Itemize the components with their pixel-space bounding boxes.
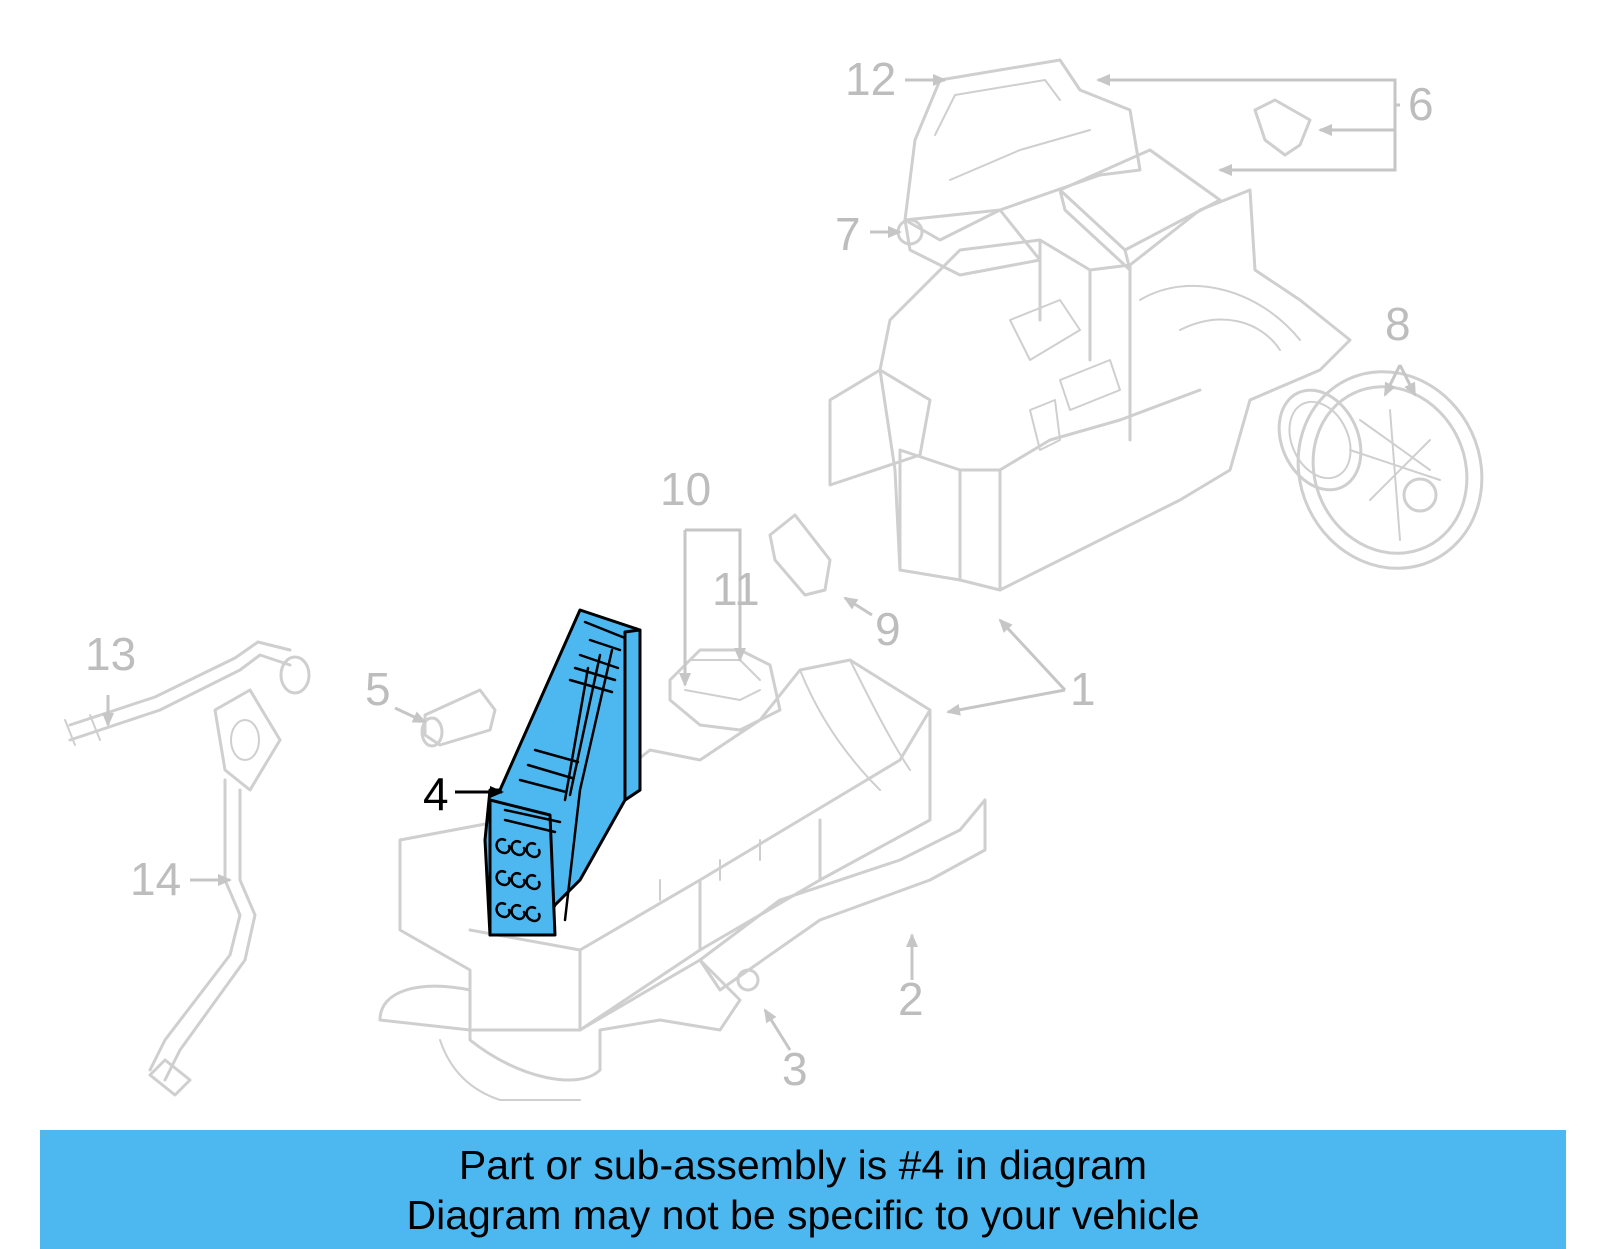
callout-4: 4 <box>423 768 449 820</box>
callout-11: 11 <box>712 563 760 615</box>
callout-5: 5 <box>365 663 391 715</box>
blower-motor <box>1277 370 1484 570</box>
callout-12: 12 <box>845 53 896 105</box>
banner-line-part: Part or sub-assembly is #4 in diagram <box>458 1142 1148 1188</box>
hose-13 <box>64 640 311 746</box>
upper-housing <box>828 58 1352 592</box>
callout-2: 2 <box>898 973 924 1025</box>
parts-diagram: 1 2 3 4 5 6 7 8 9 10 11 12 13 14 <box>64 53 1484 1101</box>
callout-8: 8 <box>1385 298 1411 350</box>
evaporator-core <box>483 608 642 937</box>
switch-9 <box>768 513 832 597</box>
callout-9: 9 <box>875 603 901 655</box>
connector-5 <box>420 688 497 748</box>
evaporator-tubes <box>495 837 541 923</box>
callout-3: 3 <box>782 1043 808 1095</box>
callout-10: 10 <box>660 463 711 515</box>
callout-7: 7 <box>835 208 861 260</box>
lower-housing <box>378 658 987 1101</box>
banner-line-disclaimer: Diagram may not be specific to your vehi… <box>406 1192 1200 1238</box>
callout-6: 6 <box>1408 78 1434 130</box>
callout-1: 1 <box>1070 663 1096 715</box>
callout-14: 14 <box>130 853 181 905</box>
leader-lines <box>102 74 1417 1051</box>
info-banner: Part or sub-assembly is #4 in diagram Di… <box>40 1130 1566 1249</box>
callout-13: 13 <box>85 628 136 680</box>
hose-14 <box>148 688 282 1097</box>
